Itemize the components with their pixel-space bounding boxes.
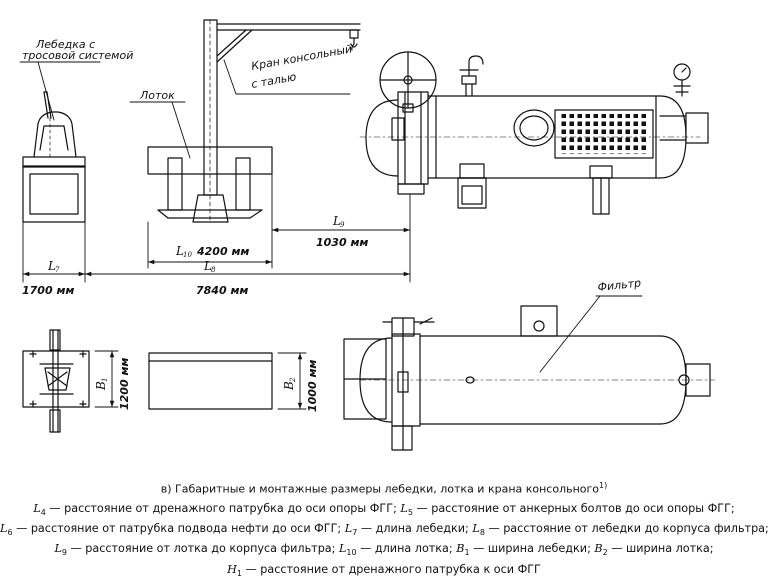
crane-label-line1: Кран консольный xyxy=(250,42,353,73)
dim-b2-value: 1000 мм xyxy=(306,360,319,412)
legend-description: — расстояние от лотка до корпуса фильтра… xyxy=(66,542,339,556)
legend-subscript: 4 xyxy=(40,508,46,518)
label-leaders xyxy=(19,59,643,373)
legend-symbol: B xyxy=(594,542,603,556)
legend-line: H1 — расстояние от дренажного патрубка к… xyxy=(0,562,768,582)
winch-plan-view xyxy=(22,329,90,433)
legend-subscript: 7 xyxy=(352,528,358,538)
legend-symbol: L xyxy=(472,522,480,536)
legend-subscript: 6 xyxy=(7,528,13,538)
dim-l8-sub: 8 xyxy=(211,266,216,274)
dim-b1-value: 1200 мм xyxy=(118,358,131,410)
filter-plan-view xyxy=(343,305,716,451)
legend-symbol: B xyxy=(456,542,465,556)
figure-caption: в) Габаритные и монтажные размеры лебедк… xyxy=(0,481,768,496)
dim-l9-symbol: L xyxy=(332,214,341,228)
dim-b2-symbol: B xyxy=(282,381,296,391)
dim-l8-value: 7840 мм xyxy=(196,284,248,297)
legend-symbol: L xyxy=(338,542,347,556)
legend-subscript: 9 xyxy=(61,548,67,558)
legend-subscript: 5 xyxy=(407,508,413,518)
legend-line: L6 — расстояние от патрубка подвода нефт… xyxy=(0,521,768,541)
legend-subscript: 10 xyxy=(346,548,357,558)
caption-text: в) Габаритные и монтажные размеры лебедк… xyxy=(160,482,600,496)
legend-description: — расстояние от лебедки до корпуса фильт… xyxy=(484,522,768,536)
tray-label: Лоток xyxy=(139,89,175,102)
dimension-lines xyxy=(22,173,411,410)
legend-symbol: H xyxy=(227,562,237,576)
legend-symbol: L xyxy=(344,522,353,536)
dim-l8-symbol: L xyxy=(203,259,212,273)
legend-symbol: L xyxy=(0,522,8,536)
dim-b2-sub: 2 xyxy=(289,377,297,383)
legend-description: — длина лебедки; xyxy=(357,522,473,536)
legend-symbol: L xyxy=(54,542,62,556)
legend-description: — расстояние от анкерных болтов до оси о… xyxy=(412,502,735,515)
dim-l9-value: 1030 мм xyxy=(316,236,368,249)
winch-label-line1: Лебедка с xyxy=(35,38,95,51)
dim-l7-symbol: L xyxy=(47,259,56,273)
legend-description: — расстояние от патрубка подвода нефти д… xyxy=(12,522,345,536)
legend-line: L9 — расстояние от лотка до корпуса филь… xyxy=(0,541,768,561)
winch-side-view xyxy=(22,91,86,223)
legend-description: — длина лотка; xyxy=(356,542,457,556)
legend-subscript: 8 xyxy=(479,528,485,538)
tray-plan-view xyxy=(148,352,273,410)
dim-l7-sub: 7 xyxy=(55,266,60,274)
legend-line: L4 — расстояние от дренажного патрубка д… xyxy=(0,501,768,521)
dim-l9-sub: 9 xyxy=(340,221,345,229)
legend-description: — расстояние от дренажного патрубка к ос… xyxy=(241,562,541,576)
legend-description: — ширина лебедки; xyxy=(469,542,595,556)
legend-subscript: 1 xyxy=(464,548,470,558)
legend-description: — расстояние от дренажного патрубка до о… xyxy=(45,502,401,515)
filter-side-view xyxy=(359,51,709,215)
crane-label-line2: с талью xyxy=(250,70,297,91)
legend-description: — ширина лотка; xyxy=(607,542,714,556)
winch-label-line2: тросовой системой xyxy=(22,49,133,62)
filter-label: Фильтр xyxy=(597,277,642,294)
tray-and-crane-side-view xyxy=(147,19,361,223)
dim-l10-value: 4200 мм xyxy=(196,245,249,258)
technical-drawing: Лебедка с тросовой системой Лоток Кран к… xyxy=(19,19,716,451)
legend-symbol: L xyxy=(33,502,41,515)
dim-l10-sub: 10 xyxy=(183,251,192,259)
dim-l7-value: 1700 мм xyxy=(22,284,74,297)
symbol-legend: L4 — расстояние от дренажного патрубка д… xyxy=(0,501,768,582)
dim-b1-sub: 1 xyxy=(101,378,109,382)
dim-b1-symbol: B xyxy=(94,381,108,391)
legend-symbol: L xyxy=(400,502,408,515)
caption-note: 1) xyxy=(599,481,608,490)
dim-l10-symbol: L xyxy=(175,244,184,258)
legend-subscript: 2 xyxy=(602,548,608,558)
legend-subscript: 1 xyxy=(236,568,242,578)
